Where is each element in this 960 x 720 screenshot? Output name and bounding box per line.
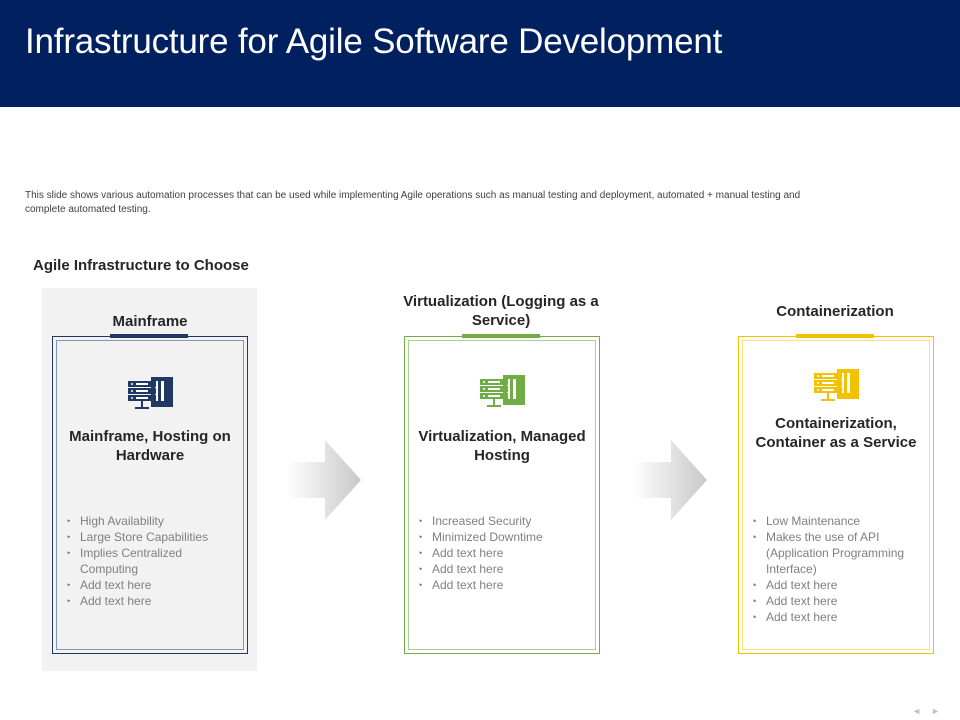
server-icon	[128, 377, 173, 409]
arrow-right-icon	[633, 440, 707, 520]
card-inner-border	[56, 340, 244, 650]
column-heading-virtualization: Virtualization (Logging as a Service)	[403, 293, 599, 329]
list-item: Increased Security	[419, 513, 593, 529]
column-heading-containerization: Containerization	[776, 303, 894, 320]
list-item: Add text here	[67, 577, 241, 593]
slide-description: This slide shows various automation proc…	[25, 190, 801, 215]
card-title-mainframe: Mainframe, Hosting on Hardware	[69, 428, 231, 464]
card-inner-border	[742, 340, 930, 650]
previous-slide-icon[interactable]: ◄	[912, 706, 932, 716]
list-item: Makes the use of API (Application Progra…	[753, 529, 927, 577]
list-item: Minimized Downtime	[419, 529, 593, 545]
list-item: Implies Centralized Computing	[67, 545, 241, 577]
list-item: Large Store Capabilities	[67, 529, 241, 545]
column-heading-mainframe: Mainframe	[112, 313, 188, 330]
server-icon	[814, 369, 859, 401]
list-item: High Availability	[67, 513, 241, 529]
header-banner: Infrastructure for Agile Software Develo…	[0, 0, 960, 107]
list-item: Add text here	[753, 577, 927, 593]
list-item: Add text here	[67, 593, 241, 609]
slide-navigation: ◄►	[912, 706, 950, 716]
card-virtualization: Virtualization, Managed Hosting Increase…	[404, 336, 600, 654]
list-item: Add text here	[419, 545, 593, 561]
server-icon	[480, 375, 525, 407]
card-containerization: Containerization, Container as a Service…	[738, 336, 934, 654]
card-inner-border	[408, 340, 596, 650]
arrow-right-icon	[287, 440, 361, 520]
list-item: Add text here	[419, 561, 593, 577]
bullet-list-mainframe: High Availability Large Store Capabiliti…	[67, 513, 241, 609]
card-mainframe: Mainframe, Hosting on Hardware High Avai…	[52, 336, 248, 654]
bullet-list-containerization: Low Maintenance Makes the use of API (Ap…	[753, 513, 927, 625]
list-item: Add text here	[753, 593, 927, 609]
bullet-list-virtualization: Increased Security Minimized Downtime Ad…	[419, 513, 593, 593]
list-item: Add text here	[753, 609, 927, 625]
card-title-containerization: Containerization, Container as a Service	[755, 415, 917, 451]
section-title: Agile Infrastructure to Choose	[33, 257, 249, 274]
slide-title: Infrastructure for Agile Software Develo…	[25, 22, 723, 61]
card-title-virtualization: Virtualization, Managed Hosting	[418, 428, 586, 464]
list-item: Add text here	[419, 577, 593, 593]
next-slide-icon[interactable]: ►	[931, 706, 950, 716]
list-item: Low Maintenance	[753, 513, 927, 529]
